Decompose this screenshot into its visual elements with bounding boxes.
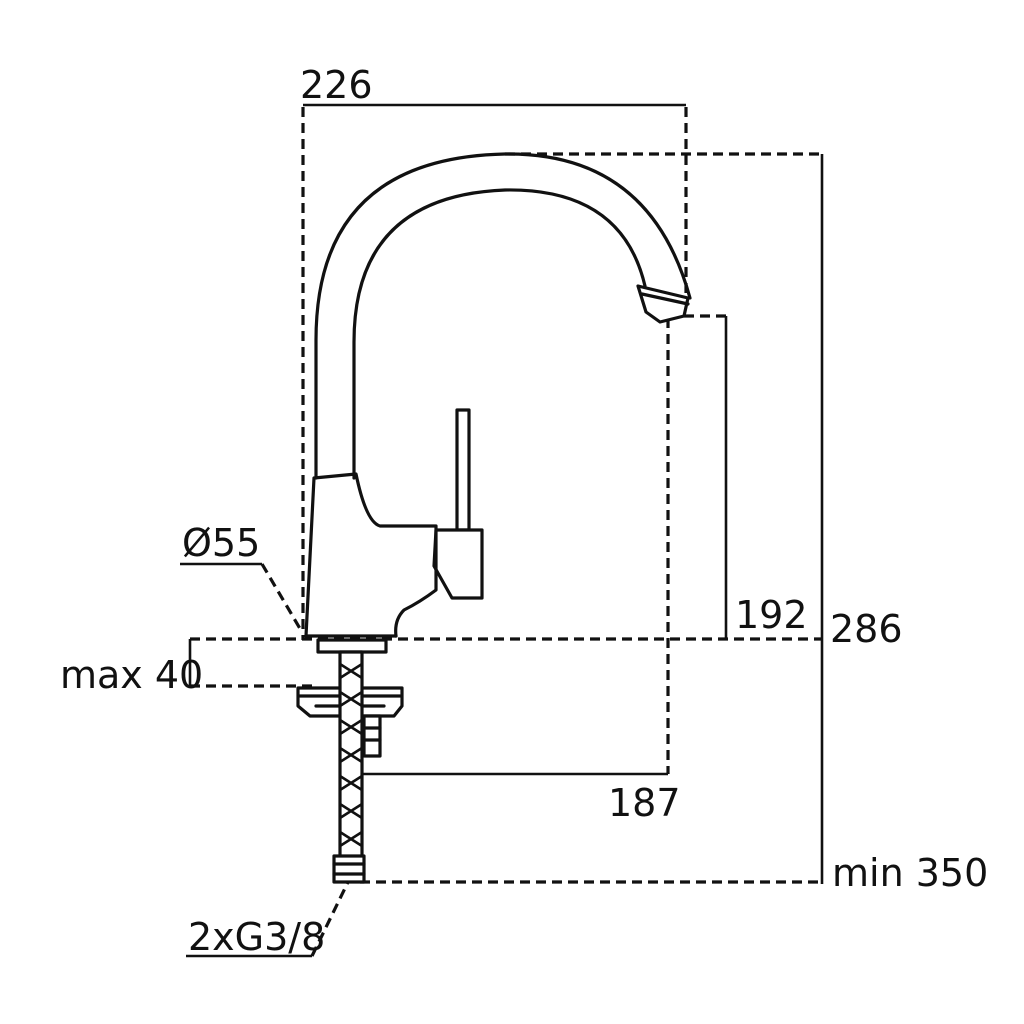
dim-label-187: 187 [608, 781, 681, 825]
dim-label-diameter: Ø55 [182, 521, 260, 565]
leader-diameter [180, 562, 304, 633]
deck-line [188, 637, 822, 688]
faucet-body [304, 472, 438, 638]
dim-line-226 [301, 103, 688, 640]
dim-label-connection: 2xG3/8 [188, 915, 325, 959]
faucet-spout [314, 152, 692, 480]
dim-line-187 [360, 318, 670, 776]
dim-line-192 [668, 314, 728, 638]
dim-label-min-hose: min 350 [832, 851, 988, 895]
braided-hose [338, 650, 364, 860]
faucet-handle [432, 408, 484, 600]
hose-connector [332, 854, 366, 884]
dim-label-286: 286 [830, 607, 903, 651]
leader-connection [186, 877, 352, 958]
dim-line-286 [505, 152, 824, 884]
dim-label-226: 226 [300, 63, 373, 107]
dim-label-max-deck: max 40 [60, 653, 203, 697]
dim-label-192: 192 [735, 593, 808, 637]
mounting-stud [362, 714, 382, 758]
